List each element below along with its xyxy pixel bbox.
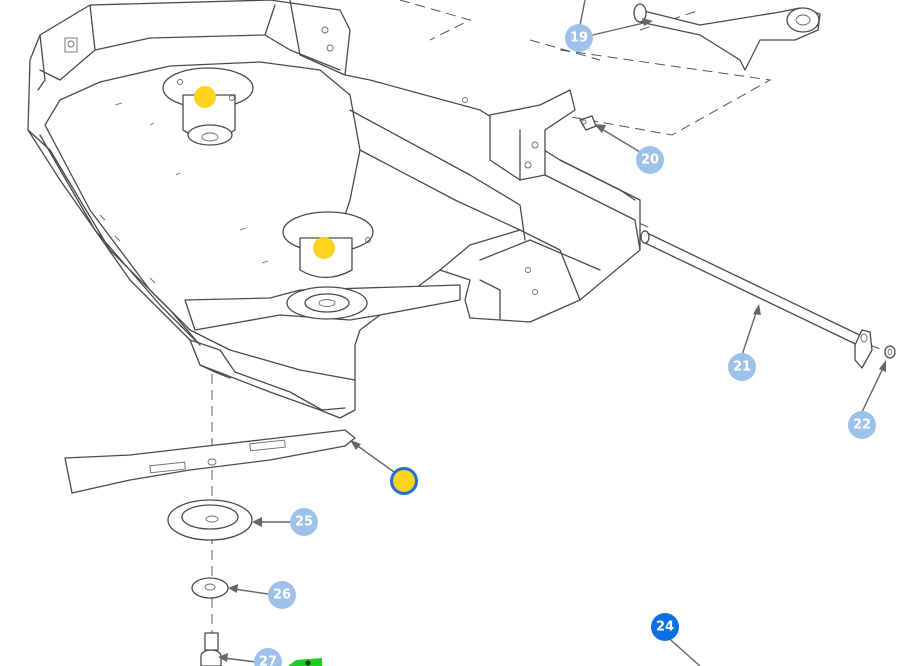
clip-20 <box>579 115 597 131</box>
callout-27-label: 27 <box>259 655 277 666</box>
callout-25-label: 25 <box>295 515 313 530</box>
rod-21 <box>640 230 873 369</box>
clip-22 <box>884 345 896 359</box>
blade-adapter-25 <box>167 499 253 541</box>
mower-deck-housing <box>27 0 641 419</box>
callout-25[interactable]: 25 <box>290 508 318 536</box>
hotspot-spindle-middle[interactable] <box>313 237 335 259</box>
washer-26 <box>191 577 229 599</box>
callout-21-label: 21 <box>733 360 751 375</box>
rear-bracket-19 <box>633 3 821 71</box>
callout-19[interactable]: 19 <box>565 24 593 52</box>
callout-20[interactable]: 20 <box>636 146 664 174</box>
callout-24-label: 24 <box>656 620 674 635</box>
callout-26[interactable]: 26 <box>268 581 296 609</box>
callout-27[interactable]: 27 <box>254 648 282 666</box>
green-tag <box>288 658 322 666</box>
lower-spindle-pulley <box>184 284 461 331</box>
callout-21[interactable]: 21 <box>728 353 756 381</box>
green-tag-dot <box>305 660 311 666</box>
callout-22-label: 22 <box>853 418 871 433</box>
callout-20-label: 20 <box>641 153 659 168</box>
bolt-27 <box>200 632 222 666</box>
callout-19-label: 19 <box>570 31 588 46</box>
callout-22[interactable]: 22 <box>848 411 876 439</box>
callout-26-label: 26 <box>273 588 291 603</box>
blade <box>64 429 356 494</box>
callout-24[interactable]: 24 <box>651 613 679 641</box>
hotspot-blade[interactable] <box>390 467 418 495</box>
hotspot-spindle-top[interactable] <box>194 86 216 108</box>
